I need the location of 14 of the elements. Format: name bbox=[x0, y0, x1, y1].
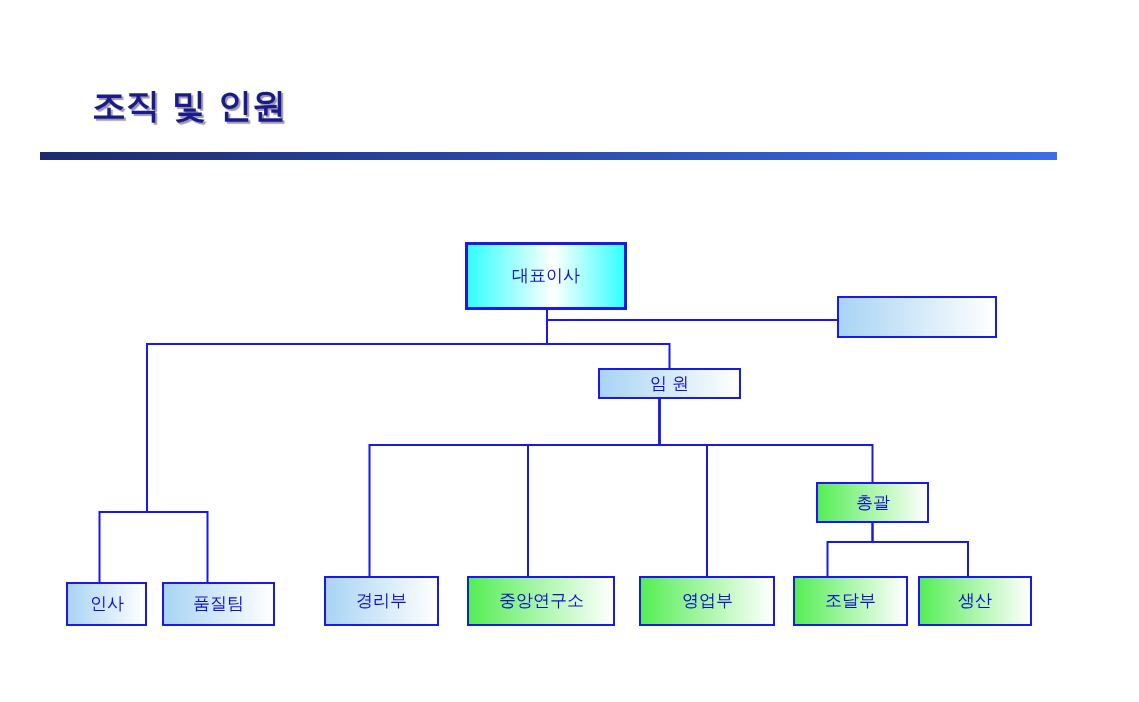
org-box: 임 원 bbox=[598, 368, 741, 399]
connector-line bbox=[658, 398, 874, 483]
org-box: 품질팀 bbox=[162, 582, 275, 626]
org-box bbox=[837, 296, 997, 338]
org-box: 인사 bbox=[66, 582, 147, 626]
org-box: 생산 bbox=[918, 576, 1032, 626]
title: 조직 및 인원 bbox=[92, 84, 286, 127]
org-box: 대표이사 bbox=[465, 242, 627, 310]
org-box: 중앙연구소 bbox=[467, 576, 615, 626]
org-box: 조달부 bbox=[793, 576, 908, 626]
org-box: 총괄 bbox=[816, 482, 929, 523]
org-box: 경리부 bbox=[324, 576, 439, 626]
org-box: 영업부 bbox=[639, 576, 775, 626]
connector-line bbox=[871, 522, 969, 577]
